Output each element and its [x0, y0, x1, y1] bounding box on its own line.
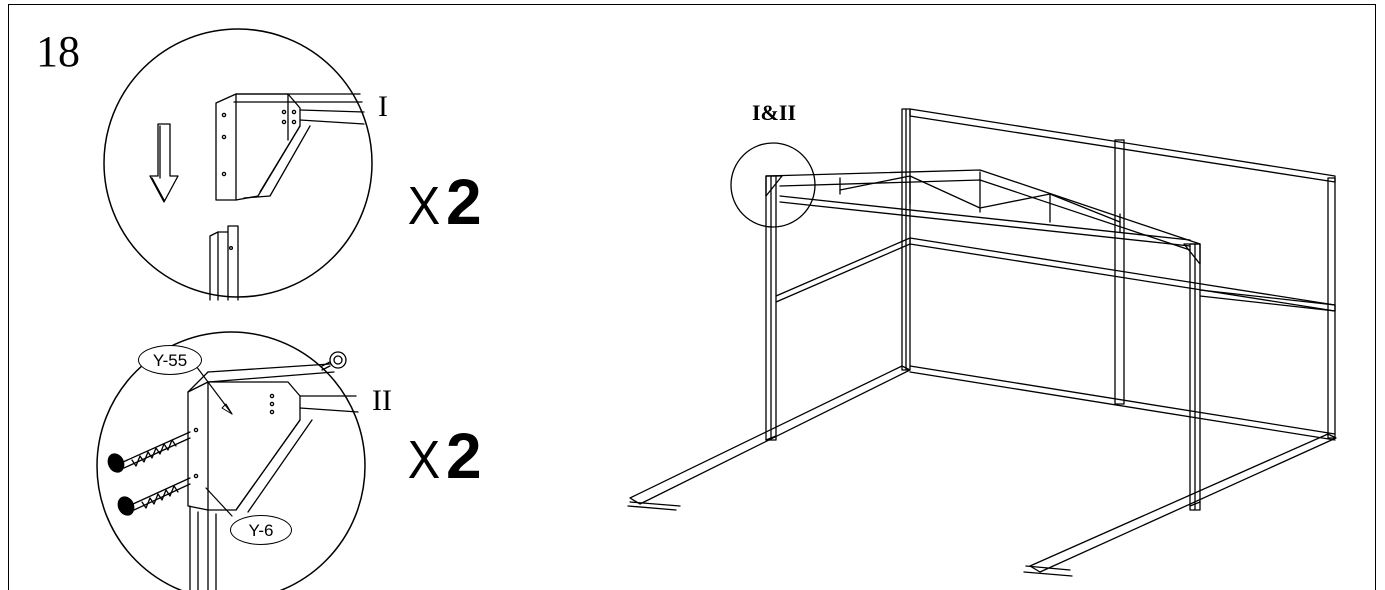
vertical-post-2 [189, 505, 217, 590]
quantity-value: 2 [446, 166, 482, 238]
vertical-post-1 [209, 225, 239, 301]
multiply-sign: X [407, 430, 441, 490]
leader-arrowhead [221, 403, 233, 415]
overview-callout-circle [730, 142, 816, 228]
detail-circle-1 [103, 28, 373, 301]
screw-icon [107, 431, 191, 473]
down-arrow-icon [149, 123, 179, 203]
leader-line-y55 [195, 365, 233, 415]
detail-1-label: I [378, 90, 388, 123]
truss-corner-bracket-2 [187, 363, 359, 513]
detail-2-quantity: X 2 [406, 424, 482, 488]
step-number: 18 [36, 27, 80, 76]
detail-1-quantity: X 2 [406, 170, 482, 234]
shed-frame-overview [627, 108, 1337, 577]
page-frame [8, 4, 1376, 590]
detail-circle-2 [96, 331, 366, 590]
detail-2-label: II [372, 384, 392, 417]
part-tag-y6: Y-6 [230, 515, 292, 545]
overview-callout-label: I&II [752, 100, 797, 125]
part-tag-y55: Y-55 [138, 345, 202, 375]
quantity-value: 2 [446, 420, 482, 492]
leader-line-y6 [205, 487, 233, 517]
multiply-sign: X [407, 176, 441, 236]
truss-corner-bracket-1 [215, 93, 365, 201]
screw-icon [117, 477, 191, 516]
bolt-icon [321, 351, 347, 371]
